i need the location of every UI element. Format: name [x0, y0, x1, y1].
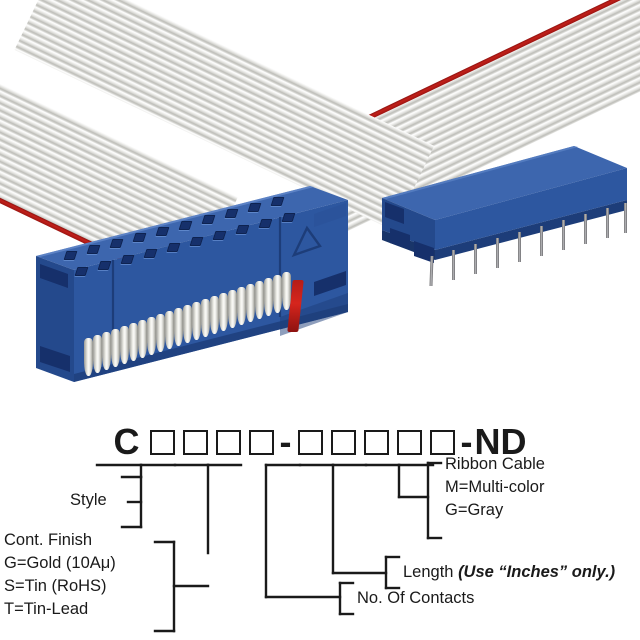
- right-connector-pin: [474, 244, 477, 274]
- callout-ribbon-cable-option-gray: G=Gray: [445, 501, 504, 519]
- callout-no-of-contacts-label: No. Of Contacts: [357, 589, 475, 607]
- callout-length-note: (Use “Inches” only.): [458, 563, 616, 581]
- code-box-length-1[interactable]: [363, 429, 389, 455]
- callout-cont-finish-title: Cont. Finish: [4, 531, 93, 549]
- right-connector-body: [382, 146, 627, 263]
- code-box-ribbon-cable[interactable]: [429, 429, 455, 455]
- right-connector-pin: [452, 250, 455, 280]
- callout-cont-finish-option-tin: S=Tin (RoHS): [4, 577, 107, 595]
- callout-leader-lines: [95, 461, 443, 633]
- callout-diagram: Style Cont. Finish G=Gold (10Aμ) S=Tin (…: [0, 455, 640, 640]
- callout-style-label: Style: [70, 491, 107, 509]
- part-number-prefix: C: [113, 421, 140, 462]
- part-number-suffix: ND: [474, 421, 527, 462]
- right-connector-pin: [562, 220, 565, 250]
- right-connector: [352, 138, 632, 288]
- code-box-finish[interactable]: [248, 429, 274, 455]
- code-box-contacts-2[interactable]: [330, 429, 356, 455]
- callout-length-label: Length: [403, 563, 454, 581]
- callout-ribbon-cable-title: Ribbon Cable: [445, 455, 545, 473]
- product-photo: [0, 0, 640, 396]
- right-connector-pin: [584, 214, 587, 244]
- code-box-contacts-1[interactable]: [297, 429, 323, 455]
- right-connector-pin: [606, 208, 609, 238]
- right-connector-pin: [518, 232, 521, 262]
- part-number-dash-1: -: [279, 421, 292, 462]
- code-box-style-3[interactable]: [215, 429, 241, 455]
- code-box-length-2[interactable]: [396, 429, 422, 455]
- callout-length: Length (Use “Inches” only.): [403, 563, 615, 582]
- part-number-code: C - - ND: [0, 418, 640, 466]
- code-box-style-1[interactable]: [149, 429, 175, 455]
- part-number-dash-2: -: [460, 421, 473, 462]
- code-box-style-2[interactable]: [182, 429, 208, 455]
- right-connector-pin: [540, 226, 543, 256]
- callout-ribbon-cable-option-multicolor: M=Multi-color: [445, 478, 545, 496]
- left-connector: [18, 186, 348, 396]
- right-connector-pin: [496, 238, 499, 268]
- callout-cont-finish-option-tin-lead: T=Tin-Lead: [4, 600, 89, 618]
- callout-cont-finish-option-gold: G=Gold (10Aμ): [4, 554, 116, 572]
- conductor-loop-bundle: [84, 272, 299, 376]
- right-connector-pin: [624, 203, 627, 233]
